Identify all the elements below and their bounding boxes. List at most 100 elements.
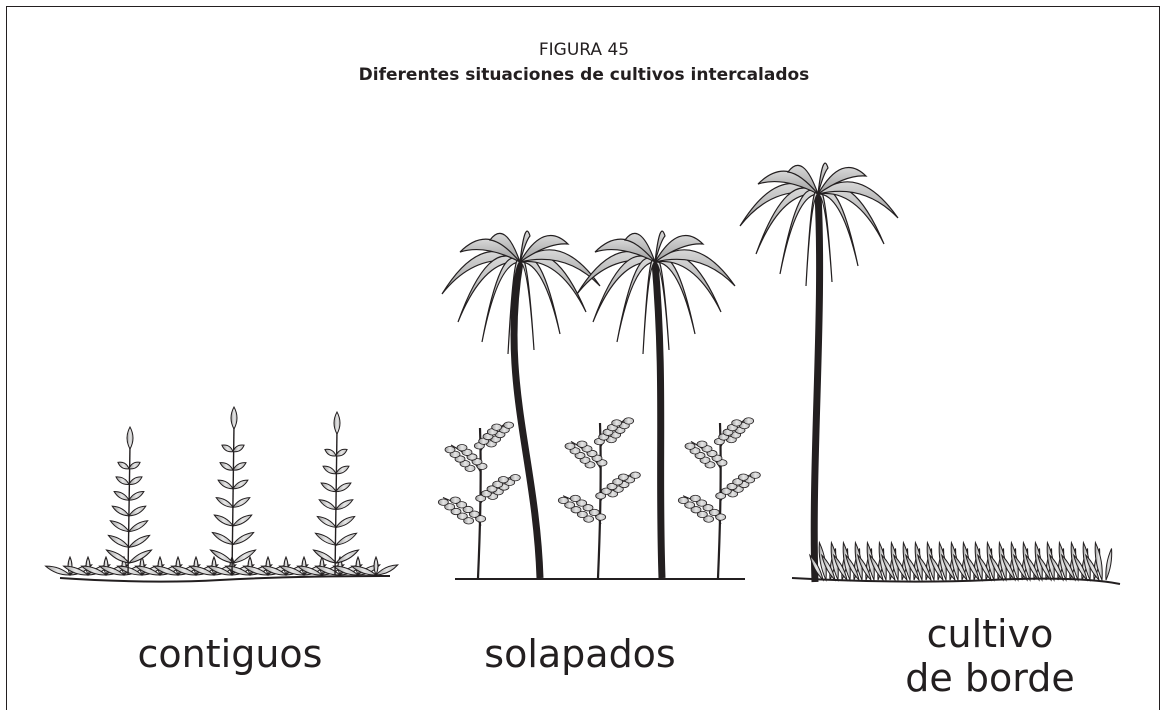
grass-blade [950, 540, 959, 582]
leaf [127, 520, 149, 533]
figure-frame [6, 6, 1160, 710]
shrub-leaf [715, 492, 727, 500]
leaf [107, 534, 131, 548]
palm-trunk [510, 261, 544, 579]
leaf [115, 476, 130, 485]
leaf [221, 444, 234, 453]
shrub-leaf [583, 515, 595, 523]
leaf [127, 534, 151, 548]
leaf [335, 465, 350, 475]
grass-blade [952, 553, 968, 582]
grass-blade [1024, 553, 1040, 582]
shrub-leaf [576, 499, 588, 507]
palm-frond [519, 249, 601, 287]
leaf [117, 461, 130, 470]
shrub-leaf [564, 501, 576, 509]
shrub-stem [596, 422, 602, 579]
shrub-leaf [677, 496, 689, 505]
grass-blade [914, 540, 923, 582]
grass-blade [962, 540, 971, 582]
low-crop-leaf [206, 565, 234, 576]
shrub-leaf [629, 471, 641, 479]
border-crop-illustration [739, 162, 1121, 585]
leaf [320, 482, 337, 493]
palm-trunk [651, 261, 666, 579]
leaf [312, 549, 338, 564]
low-crop-leaf [278, 565, 306, 576]
leaf [324, 448, 337, 457]
low-crop-leaf [350, 565, 378, 576]
shrub-leaf [715, 513, 727, 521]
ground-line [791, 577, 1121, 585]
leaf [213, 514, 235, 527]
leaf [231, 531, 255, 546]
leaf [335, 482, 352, 493]
grass-blade [832, 553, 848, 582]
shrub-leaf [623, 417, 635, 425]
shrub-leaf [684, 442, 696, 450]
grass-blade [890, 540, 899, 582]
low-crop-leaf [80, 565, 108, 576]
leaf [111, 505, 130, 517]
low-crop-leaf [296, 565, 324, 576]
palm-frond [623, 232, 656, 263]
grass-blade [938, 540, 947, 582]
shrub-leaf [509, 474, 521, 482]
leaf [209, 549, 235, 564]
grass-blade [1082, 540, 1091, 582]
leaf [316, 515, 338, 528]
shrub-leaf [449, 496, 461, 504]
leaf [335, 448, 348, 457]
low-crop-leaf [373, 555, 379, 577]
shrub-leaf [595, 492, 607, 500]
low-crop-leaf [332, 565, 360, 576]
grass-blade [880, 553, 896, 582]
palm-frond [488, 232, 521, 263]
shrub-leaf [737, 473, 749, 481]
leaf [215, 497, 234, 508]
grass-blade [842, 540, 851, 582]
label-line-2: de borde [905, 656, 1075, 700]
shrub-stem [476, 427, 482, 579]
leaf [231, 549, 257, 564]
shrub-leaf [732, 478, 744, 486]
shrub-leaf [480, 490, 492, 498]
palm-frond [817, 162, 829, 195]
shrub-leaf [437, 498, 449, 506]
leaf [127, 549, 153, 564]
palm-frond [642, 258, 656, 355]
grass-blade [1072, 553, 1088, 582]
grass-blade [830, 540, 839, 582]
grass-blade [1000, 553, 1016, 582]
low-crop-leaf [242, 565, 270, 576]
ground-line [59, 575, 391, 583]
grass-blade [878, 540, 887, 582]
grass-blade [902, 540, 911, 582]
shrub-leaf [576, 440, 588, 448]
shrub-leaf [743, 417, 755, 425]
low-crop-leaf [260, 565, 288, 576]
shrub-leaf [497, 476, 509, 484]
leaf [105, 549, 131, 564]
leaf [318, 499, 337, 510]
shrub-leaf [720, 487, 732, 495]
contiguous-crops-illustration [44, 405, 399, 583]
grass-blade [976, 553, 992, 582]
shrub-leaf [456, 512, 468, 520]
grass-blade [988, 553, 1004, 582]
palm-frond [519, 258, 535, 351]
palm-frond [786, 164, 819, 195]
leaf [128, 491, 145, 501]
leaf [334, 549, 360, 564]
leaf [232, 497, 251, 508]
shrub-leaf [696, 499, 708, 507]
grass-blade [998, 540, 1007, 582]
grass-blade [1012, 553, 1028, 582]
low-crop-leaf [134, 565, 162, 576]
grass-blade [904, 553, 920, 582]
grass-blade [820, 553, 836, 582]
palm-frond [616, 257, 657, 343]
leaf [334, 532, 358, 546]
shrub-leaf [600, 487, 612, 495]
